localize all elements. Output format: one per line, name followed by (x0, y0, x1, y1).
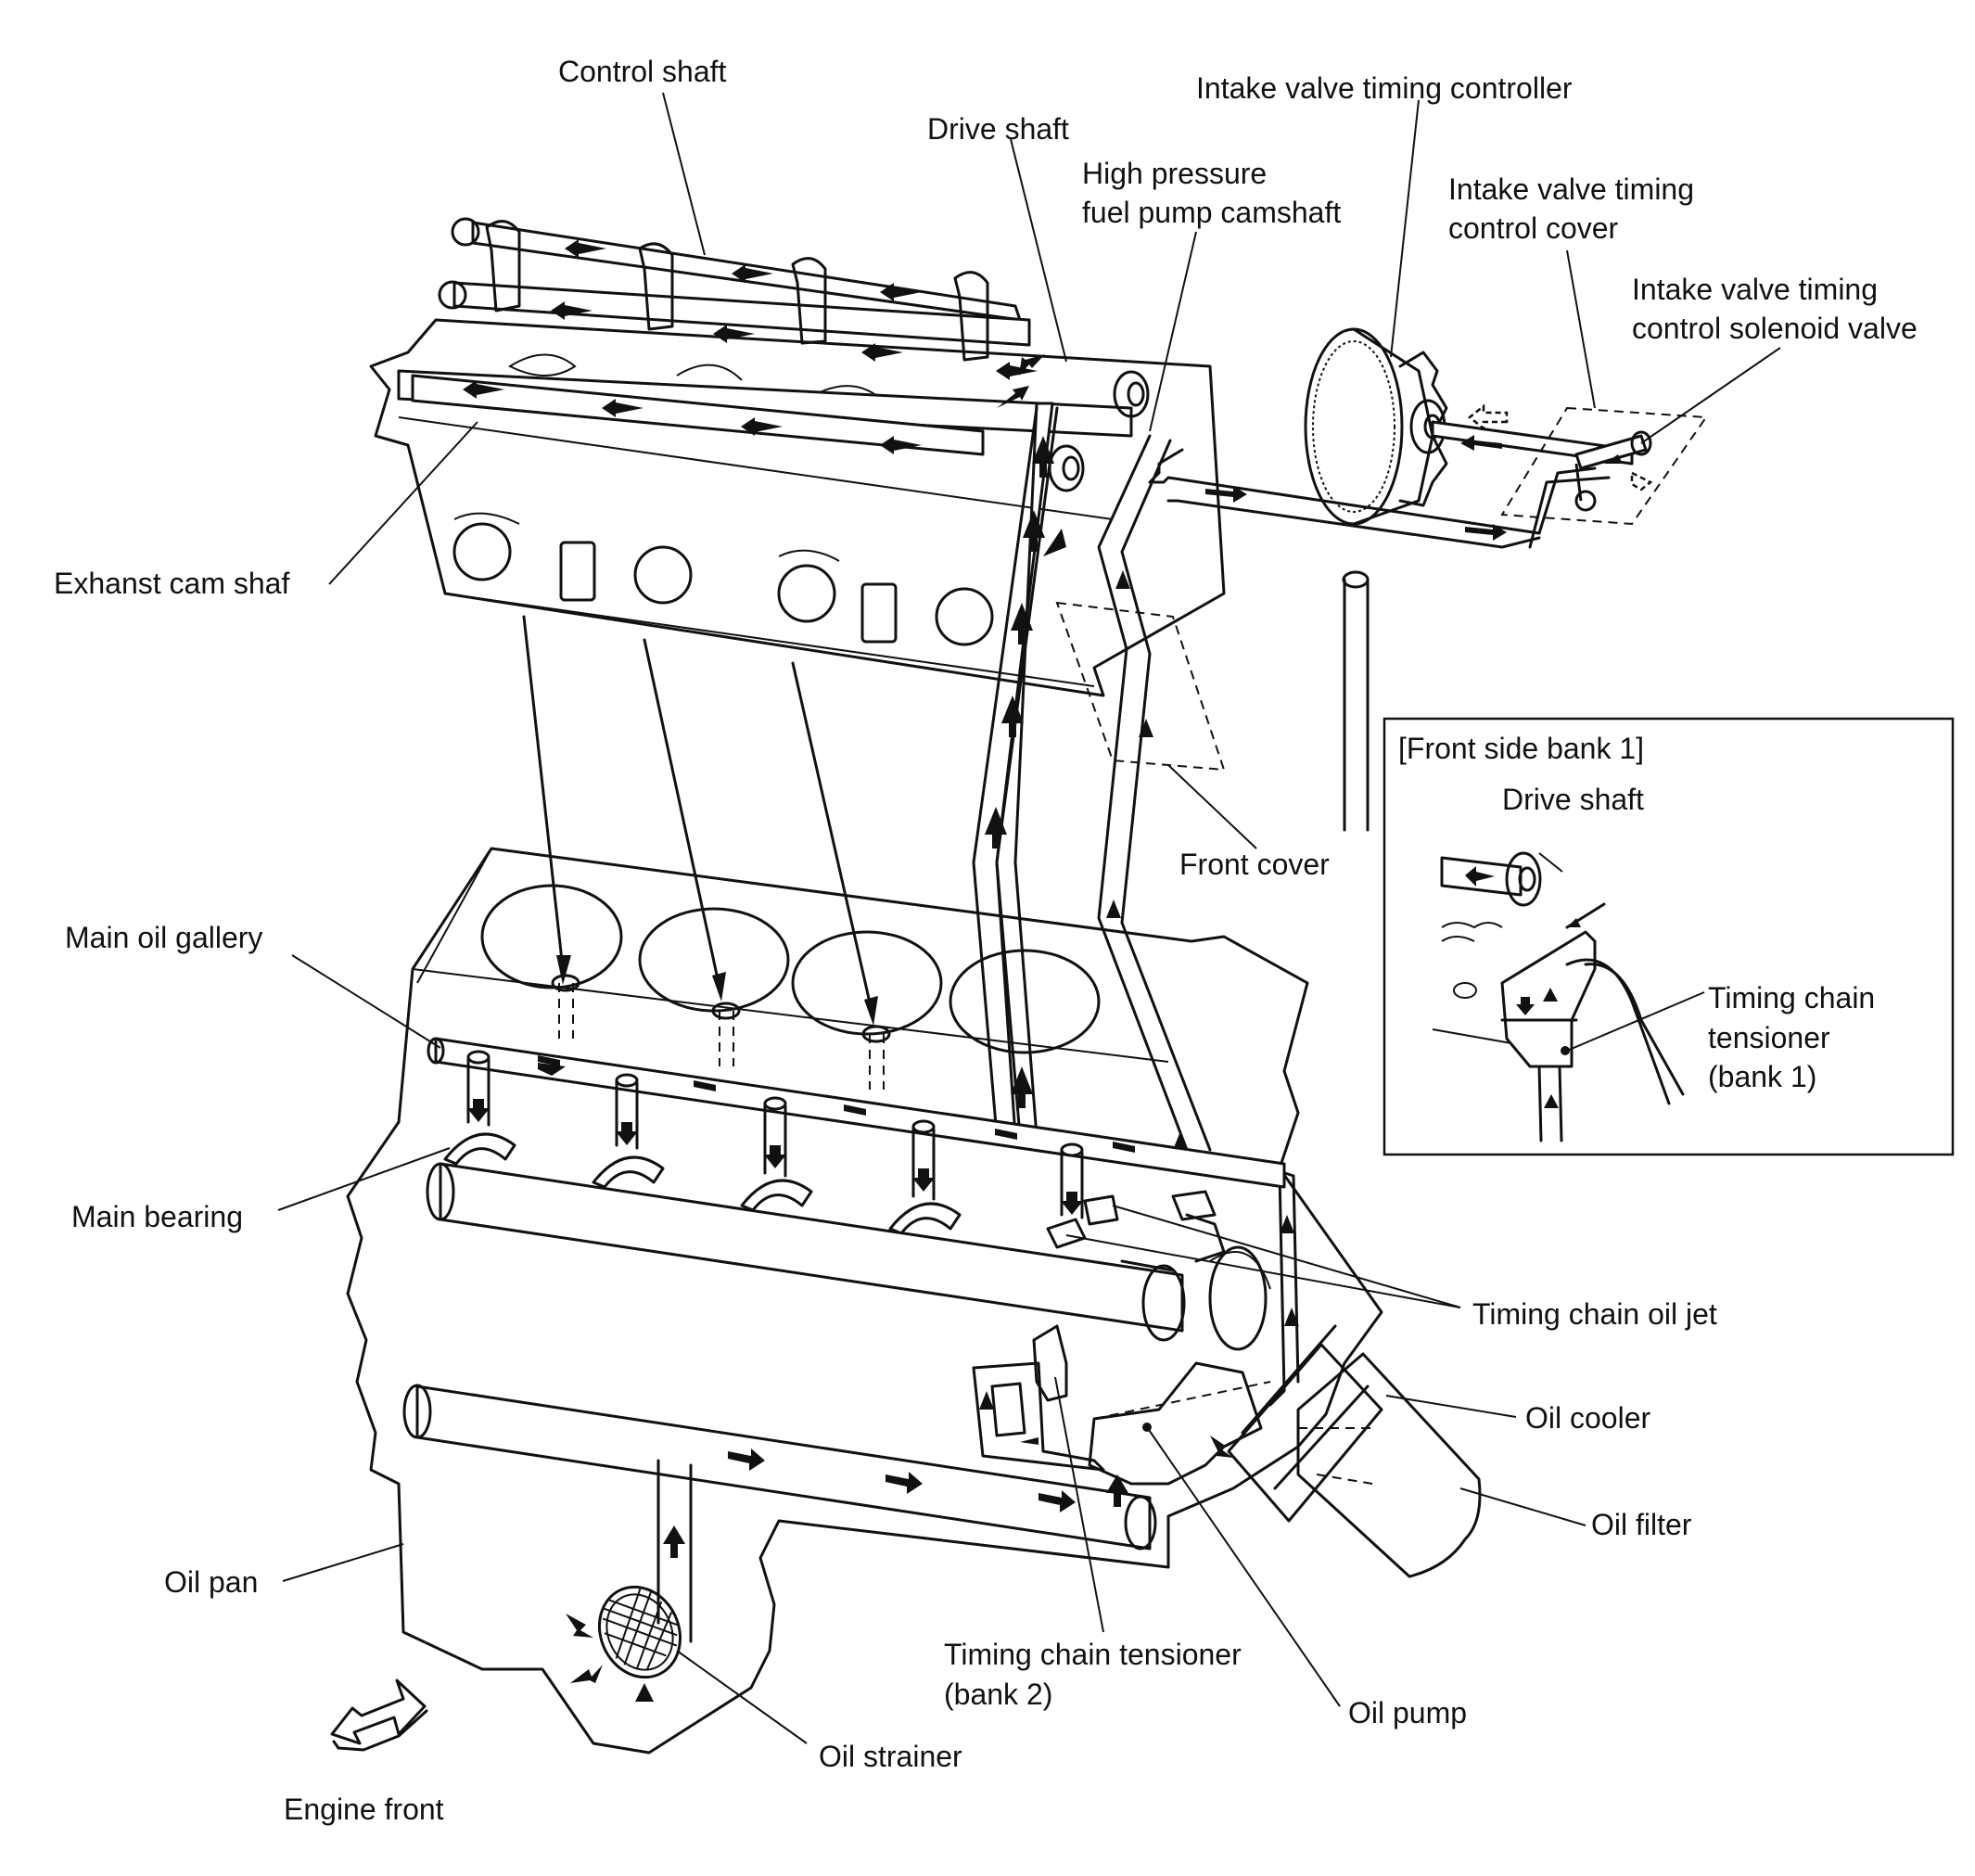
label-oil-cooler: Oil cooler (1525, 1401, 1651, 1435)
cylinder-block (346, 847, 1383, 1755)
label-exhaust-cam-shaft: Exhanst cam shaf (54, 567, 289, 600)
label-oil-pan: Oil pan (164, 1565, 258, 1599)
oil-pump (1088, 1361, 1271, 1486)
label-drive-shaft: Drive shaft (927, 112, 1069, 146)
label-ivt-solenoid-valve-1: Intake valve timing (1632, 273, 1878, 306)
passage-arrows (985, 436, 1507, 1326)
label-control-shaft: Control shaft (558, 55, 727, 88)
inset-label-tensioner-2: tensioner (1708, 1021, 1830, 1054)
label-tensioner-bank-2-2: (bank 2) (944, 1678, 1052, 1711)
timing-chain-tensioner-bank-2 (972, 1324, 1105, 1472)
label-engine-front: Engine front (284, 1793, 444, 1826)
main-bearings (443, 1050, 1084, 1235)
leader-lines (277, 92, 1781, 1744)
label-hp-fuel-pump-camshaft-1: High pressure (1082, 157, 1267, 190)
label-tensioner-bank-2-1: Timing chain tensioner (944, 1638, 1242, 1671)
front-cover (1055, 601, 1226, 772)
oil-strainer (566, 1585, 682, 1702)
label-intake-valve-timing-controller: Intake valve timing controller (1196, 71, 1573, 105)
inset-label-tensioner-3: (bank 1) (1708, 1060, 1816, 1093)
drain-arrows (522, 615, 878, 1026)
exhaust-cam-shaft (411, 374, 985, 456)
label-timing-chain-oil-jet: Timing chain oil jet (1472, 1297, 1717, 1331)
head-flow-arrows (463, 239, 1045, 454)
label-oil-filter: Oil filter (1591, 1508, 1692, 1541)
intake-valve-timing-control-solenoid-valve (1460, 403, 1653, 512)
intake-valve-timing-controller (1304, 327, 1634, 526)
label-ivt-control-cover-2: control cover (1448, 211, 1619, 245)
oil-filter (1296, 1352, 1482, 1578)
labels: Control shaft Drive shaft Intake valve t… (54, 55, 1918, 1826)
label-oil-pump: Oil pump (1348, 1696, 1467, 1729)
label-main-oil-gallery: Main oil gallery (65, 921, 262, 954)
inset-front-side-bank-1 (1382, 717, 1955, 1156)
inset-label-tensioner-1: Timing chain (1708, 981, 1875, 1015)
intake-valve-timing-control-cover (1500, 406, 1708, 526)
inset-title: [Front side bank 1] (1398, 732, 1644, 765)
label-front-cover: Front cover (1179, 848, 1330, 881)
label-ivt-solenoid-valve-2: control solenoid valve (1632, 312, 1918, 345)
main-oil-gallery (427, 1037, 1286, 1189)
pickup-pipe (402, 1384, 1157, 1643)
label-ivt-control-cover-1: Intake valve timing (1448, 172, 1694, 206)
cover-pipe (1342, 570, 1370, 832)
inset-label-drive-shaft: Drive shaft (1502, 783, 1644, 816)
label-main-bearing: Main bearing (71, 1200, 243, 1233)
engine-front-arrow-icon (330, 1678, 428, 1752)
label-hp-fuel-pump-camshaft-2: fuel pump camshaft (1082, 196, 1341, 229)
drive-shaft (397, 369, 1150, 492)
oil-cooler (1227, 1324, 1383, 1523)
label-oil-strainer: Oil strainer (819, 1740, 962, 1773)
cylinder-head (369, 318, 1226, 697)
crankshaft (426, 1162, 1271, 1351)
